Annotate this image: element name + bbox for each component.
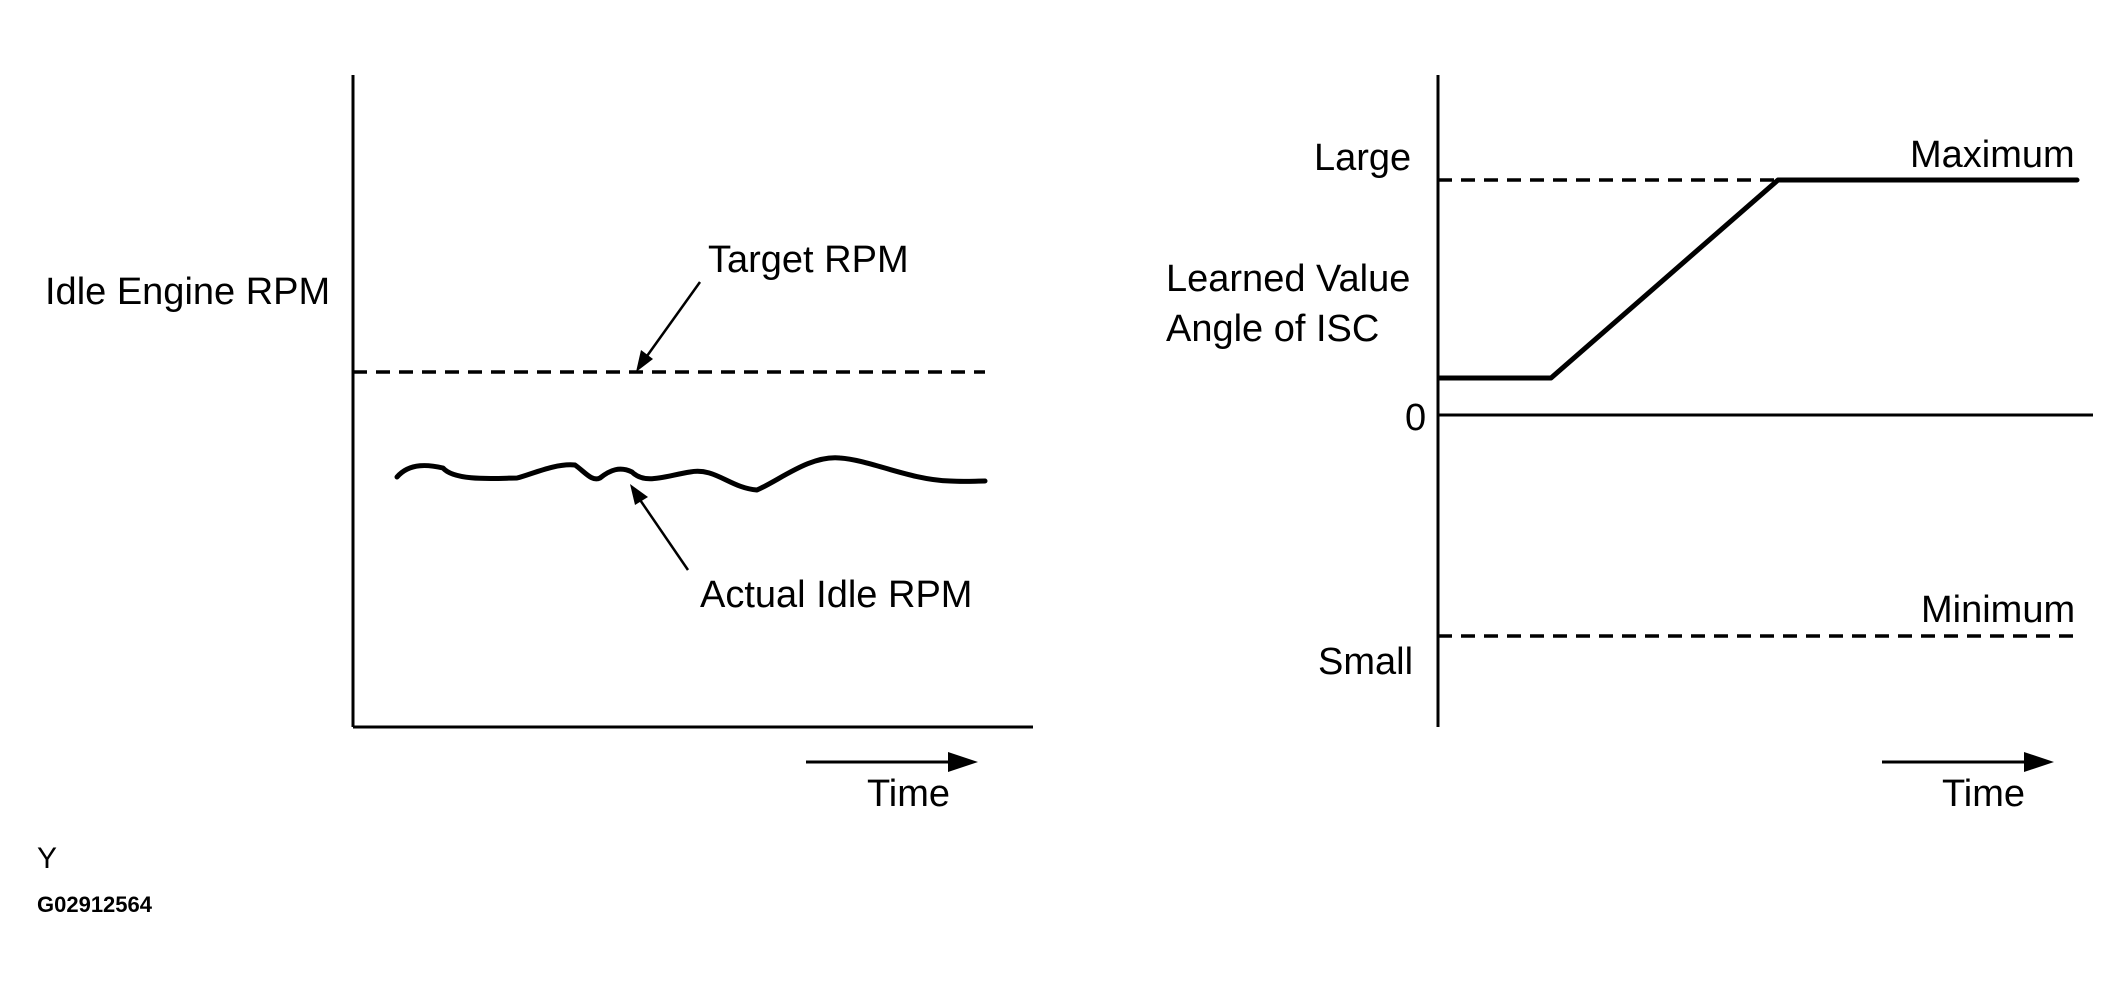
left-time-label: Time <box>867 773 950 815</box>
right-y-axis-label-line1: Learned Value <box>1166 258 1410 300</box>
view-letter: Y <box>37 842 57 875</box>
minimum-label: Minimum <box>1921 589 2075 631</box>
learned-value-line <box>1437 177 2080 381</box>
target-rpm-label: Target RPM <box>708 239 909 281</box>
maximum-label: Maximum <box>1910 134 2075 176</box>
idle-rpm-chart: Idle Engine RPM Target RPM Actual Idle R… <box>45 75 1033 815</box>
right-y-axis-label-line2: Angle of ISC <box>1166 308 1379 350</box>
figure-code: G02912564 <box>37 892 153 917</box>
left-y-axis-label: Idle Engine RPM <box>45 271 330 313</box>
isc-learned-value-chart: Large Learned Value Angle of ISC 0 Small… <box>1166 75 2093 815</box>
target-rpm-pointer <box>636 281 702 372</box>
left-time-arrow <box>806 752 978 772</box>
right-time-label: Time <box>1942 773 2025 815</box>
actual-idle-rpm-pointer <box>630 484 690 571</box>
actual-idle-rpm-label: Actual Idle RPM <box>700 574 972 616</box>
zero-label: 0 <box>1405 397 1426 439</box>
right-time-arrow <box>1882 752 2054 772</box>
large-label: Large <box>1314 137 1411 179</box>
actual-idle-rpm-curve <box>394 455 988 493</box>
small-label: Small <box>1318 641 1413 683</box>
